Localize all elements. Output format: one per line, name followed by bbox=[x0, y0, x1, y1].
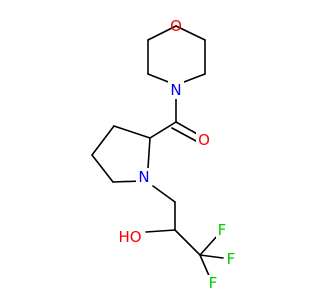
bond bbox=[147, 137, 151, 169]
atom-n-pyrrolidine: N bbox=[136, 168, 152, 186]
double-bond bbox=[171, 127, 197, 142]
bond bbox=[199, 234, 219, 256]
bond bbox=[147, 25, 177, 41]
bond bbox=[199, 254, 211, 279]
atom-label: F bbox=[218, 221, 227, 239]
atom-f-right: F bbox=[225, 250, 237, 268]
bond bbox=[91, 154, 114, 183]
bond bbox=[174, 229, 201, 256]
atom-label: O bbox=[170, 17, 182, 35]
atom-label: F bbox=[209, 274, 218, 292]
atom-label: O bbox=[198, 131, 210, 149]
bond bbox=[145, 229, 176, 233]
molecule-diagram: O N O N HO F F F bbox=[91, 17, 237, 292]
atom-o-morpholine: O bbox=[170, 17, 182, 35]
bond bbox=[199, 254, 224, 259]
atom-o-carbonyl: O bbox=[196, 131, 212, 149]
bond bbox=[175, 25, 206, 41]
bond bbox=[149, 121, 177, 139]
atom-f-bottom: F bbox=[207, 274, 219, 292]
atom-hydroxyl: HO bbox=[116, 228, 144, 246]
bond bbox=[113, 125, 151, 139]
double-bond bbox=[175, 121, 200, 136]
atom-label: F bbox=[227, 250, 236, 268]
atom-label: N bbox=[138, 168, 149, 186]
bond bbox=[91, 125, 115, 156]
bond bbox=[152, 185, 176, 203]
structure-canvas: O N O N HO F F F bbox=[91, 17, 237, 292]
atom-f-top: F bbox=[216, 221, 228, 239]
atom-label: N bbox=[170, 81, 181, 99]
atom-label: HO bbox=[118, 228, 141, 246]
atom-n-morpholine: N bbox=[168, 81, 184, 99]
